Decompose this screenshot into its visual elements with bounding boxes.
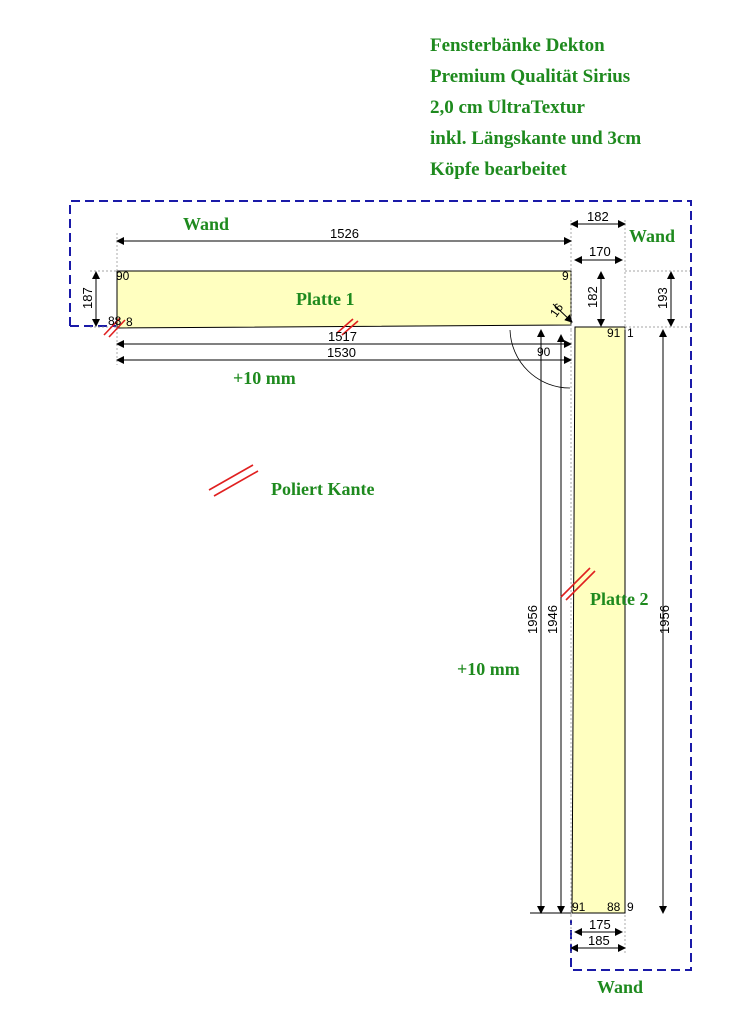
platte-1-label: Platte 1	[296, 289, 354, 309]
angle-p2-bottom-right-88: 88	[607, 900, 621, 914]
angle-p1-top-left: 90	[116, 269, 130, 283]
dim-text-1517: 1517	[328, 329, 357, 344]
wall-outline	[69, 200, 692, 971]
angle-p2-top-left: 91	[607, 326, 621, 340]
material-note: Fensterbänke Dekton Premium Qualität Sir…	[430, 30, 641, 185]
note-line-1: Fensterbänke Dekton	[430, 35, 605, 56]
plus10-vertical-label: +10 mm	[457, 659, 520, 679]
angle-p2-bottom-right-9: 9	[627, 900, 634, 914]
dim-text-1956-right: 1956	[657, 605, 672, 634]
platte-2	[571, 326, 626, 914]
angle-p1-bottom-left-8: 8	[126, 315, 133, 329]
note-line-4: inkl. Längskante und 3cm	[430, 128, 642, 149]
dim-text-193: 193	[655, 287, 670, 309]
angle-p1-bottom-left-88: 88	[108, 314, 122, 328]
dim-text-1526: 1526	[330, 226, 359, 241]
plus10-horizontal-label: +10 mm	[233, 368, 296, 388]
dim-text-1956-left: 1956	[525, 605, 540, 634]
wand-label-bottom: Wand	[597, 977, 643, 997]
angle-p2-top-right: 1	[627, 326, 634, 340]
poliert-kante-legend-label: Poliert Kante	[271, 479, 374, 499]
dim-text-1946: 1946	[545, 605, 560, 634]
angle-p1-top-right: 9	[562, 269, 569, 283]
angle-corner-90: 90	[537, 345, 551, 359]
dim-leader-16	[552, 303, 573, 323]
polish-legend-mark	[208, 464, 259, 497]
platte-2-label: Platte 2	[590, 589, 648, 609]
note-line-5: Köpfe bearbeitet	[430, 159, 567, 180]
dim-text-187: 187	[80, 287, 95, 309]
wand-label-top-right: Wand	[629, 226, 675, 246]
dim-text-175: 175	[589, 917, 611, 932]
note-line-2: Premium Qualität Sirius	[430, 66, 631, 87]
dim-text-170: 170	[589, 244, 611, 259]
polish-mark-platte1-edge	[336, 318, 359, 336]
polish-mark-platte1-left	[103, 317, 126, 338]
dim-text-182-top: 182	[587, 209, 609, 224]
dim-text-185: 185	[588, 933, 610, 948]
note-line-3: 2,0 cm UltraTextur	[430, 97, 585, 118]
polish-mark-platte2-edge	[560, 567, 596, 601]
wand-label-top-left: Wand	[183, 214, 229, 234]
angle-p2-bottom-left: 91	[572, 900, 586, 914]
dim-text-182-side: 182	[585, 286, 600, 308]
dim-text-1530: 1530	[327, 345, 356, 360]
